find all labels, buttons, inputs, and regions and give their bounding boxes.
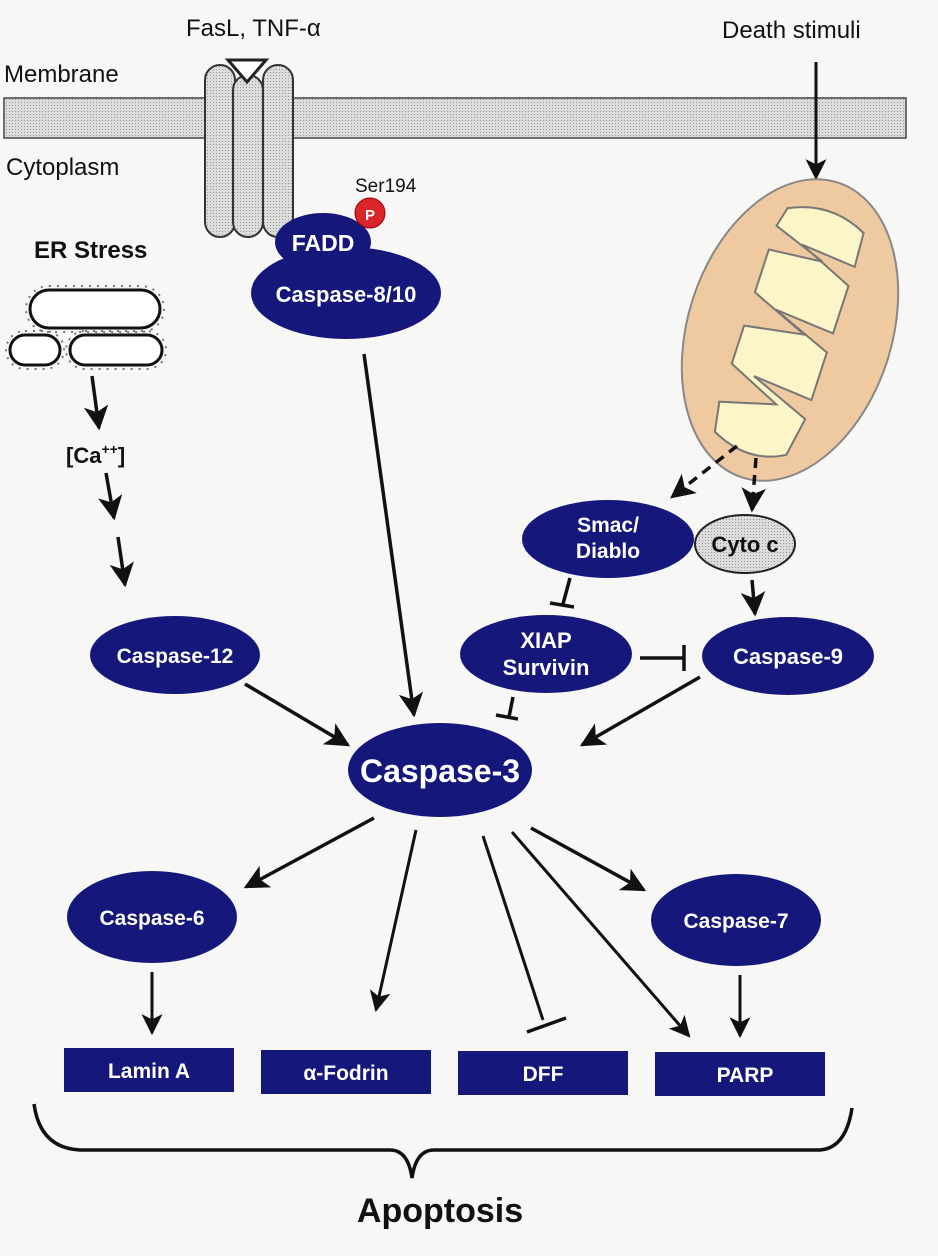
inhibit-smac-to-xiap: [561, 577, 572, 605]
ligand-label: FasL, TNF-α: [186, 15, 321, 42]
arrow-mito-to-smac: [670, 444, 739, 499]
arrow-calcium-step-1: [98, 472, 123, 521]
dff-label: DFF: [523, 1063, 564, 1086]
inhibit-bar: [526, 1016, 567, 1034]
arrow-caspase9-to-caspase3: [579, 675, 701, 747]
lamin-a-label: Lamin A: [108, 1060, 190, 1083]
ligand-triangle-icon: [224, 58, 270, 85]
caspase-9-node: [702, 617, 874, 695]
ser194-label: Ser194: [355, 176, 417, 197]
arrow-caspase8-to-caspase3: [362, 353, 424, 718]
er-stress-label: ER Stress: [34, 237, 147, 264]
cyto-c-node: [694, 514, 796, 574]
arrow-er-to-calcium: [83, 375, 109, 431]
arrow-calcium-step-2: [109, 536, 134, 588]
inhibit-bar: [495, 713, 519, 721]
inhibit-bar: [549, 601, 575, 609]
caspase-3-node: [348, 723, 532, 817]
fadd-label: FADD: [292, 230, 355, 256]
cytoplasm-label: Cytoplasm: [6, 154, 119, 181]
alpha-fodrin-label: α-Fodrin: [303, 1062, 388, 1085]
smac-diablo-node: [522, 500, 694, 578]
death-stimuli-label: Death stimuli: [722, 17, 861, 44]
parp-box: [655, 1052, 825, 1096]
endoplasmic-reticulum-icon: [8, 288, 164, 367]
calcium-label: [Ca++]: [66, 441, 125, 468]
lamin-a-box: [64, 1048, 234, 1092]
arrow-caspase3-to-fodrin: [369, 829, 418, 1013]
dff-box: [458, 1051, 628, 1095]
arrow-caspase3-to-caspase7: [530, 826, 647, 892]
er-ribosomes: [5, 285, 167, 370]
arrow-caspase12-to-caspase3: [244, 682, 351, 747]
caspase-12-label: Caspase-12: [117, 645, 234, 668]
inhibit-caspase3-to-dff: [481, 835, 545, 1021]
alpha-fodrin-box: [261, 1050, 431, 1094]
phospho-node: [354, 197, 386, 229]
caspase-6-node: [67, 871, 237, 963]
arrow-cytoc-to-caspase9: [740, 579, 766, 617]
phospho-label: P: [365, 207, 375, 224]
parp-label: PARP: [717, 1064, 774, 1087]
membrane-label: Membrane: [4, 61, 119, 88]
apoptosis-label: Apoptosis: [357, 1192, 523, 1230]
arrow-caspase3-to-parp: [510, 831, 691, 1038]
arrow-mito-to-cytoc: [741, 457, 766, 513]
caspase-12-node: [90, 616, 260, 694]
xiap-label-line1: XIAP: [520, 628, 571, 653]
caspase-8-10-label: Caspase-8/10: [276, 282, 417, 307]
inhibit-xiap-to-caspase3: [507, 696, 515, 718]
arrow-caspase3-to-caspase6: [243, 816, 375, 889]
xiap-label-line2: Survivin: [503, 655, 590, 680]
smac-label-line1: Smac/: [577, 514, 639, 537]
caspase-3-label: Caspase-3: [360, 753, 520, 789]
caspase-7-node: [651, 874, 821, 966]
mitochondrion: [680, 178, 900, 482]
caspase-9-label: Caspase-9: [733, 644, 843, 669]
cyto-c-label: Cyto c: [711, 532, 778, 557]
membrane-bar: [3, 97, 907, 139]
fadd-node: [275, 213, 371, 271]
caspase-8-10-node: [251, 247, 441, 339]
caspase-6-label: Caspase-6: [99, 907, 204, 930]
death-receptor: [204, 58, 294, 238]
xiap-survivin-node: [460, 615, 632, 693]
smac-label-line2: Diablo: [576, 540, 640, 563]
caspase-7-label: Caspase-7: [683, 910, 788, 933]
apoptosis-brace: [32, 1103, 854, 1179]
